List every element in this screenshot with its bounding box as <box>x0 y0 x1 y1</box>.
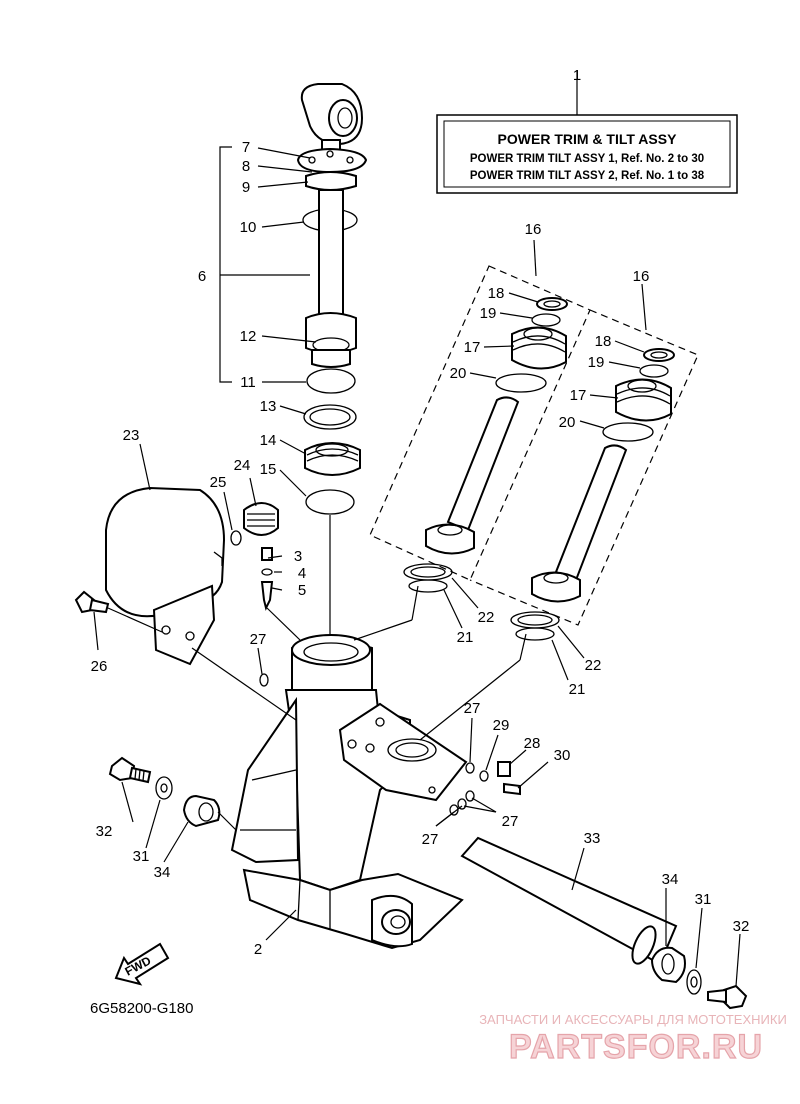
callout-29: 29 <box>493 717 510 734</box>
callout-3: 3 <box>294 548 302 565</box>
callout-4: 4 <box>298 565 306 582</box>
callout-30: 30 <box>554 747 571 764</box>
callout-19-b: 19 <box>588 354 605 371</box>
callout-16-a: 16 <box>525 221 542 238</box>
watermark-brand: PARTSFOR.RU <box>509 1028 763 1066</box>
callout-24: 24 <box>234 457 251 474</box>
callout-2: 2 <box>254 941 262 958</box>
callout-5: 5 <box>298 582 306 599</box>
callout-27-c: 27 <box>422 831 439 848</box>
callout-32-b: 32 <box>733 918 750 935</box>
callout-28: 28 <box>524 735 541 752</box>
callout-10: 10 <box>240 219 257 236</box>
callout-22-b: 22 <box>585 657 602 674</box>
callout-33: 33 <box>584 830 601 847</box>
callout-14: 14 <box>260 432 277 449</box>
bolt-32-left <box>108 756 152 784</box>
callout-20-b: 20 <box>559 414 576 431</box>
callout-27-d: 27 <box>502 813 519 830</box>
callout-9: 9 <box>242 179 250 196</box>
callout-31-a: 31 <box>133 848 150 865</box>
callout-1: 1 <box>573 67 581 84</box>
callout-numbers: 1 2 3 4 5 6 7 8 9 10 11 12 13 14 15 16 1… <box>91 67 750 958</box>
callout-31-b: 31 <box>695 891 712 908</box>
callout-34-a: 34 <box>154 864 171 881</box>
callout-16-b: 16 <box>633 268 650 285</box>
callout-22-a: 22 <box>478 609 495 626</box>
watermark-tagline: ЗАПЧАСТИ И АКСЕССУАРЫ ДЛЯ МОТОТЕХНИКИ <box>479 1012 787 1027</box>
callout-18-b: 18 <box>595 333 612 350</box>
title-line-1: POWER TRIM TILT ASSY 1, Ref. No. 2 to 30 <box>470 153 704 165</box>
leader-lines <box>93 70 741 987</box>
diagram-code: 6G58200-G180 <box>90 1000 193 1017</box>
callout-12: 12 <box>240 328 257 345</box>
trim-cylinder-b <box>531 348 675 603</box>
reservoir-cover <box>105 486 226 666</box>
tilt-pin <box>460 836 678 966</box>
callout-13: 13 <box>260 398 277 415</box>
callout-19-a: 19 <box>480 305 497 322</box>
callout-8: 8 <box>242 158 250 175</box>
callout-26: 26 <box>91 658 108 675</box>
callout-17-b: 17 <box>570 387 587 404</box>
fwd-arrow: FWD <box>114 942 170 986</box>
title-line-2: POWER TRIM TILT ASSY 2, Ref. No. 1 to 38 <box>470 170 705 182</box>
tilt-cylinder-assembly <box>219 83 368 394</box>
callout-21-b: 21 <box>569 681 586 698</box>
callout-23: 23 <box>123 427 140 444</box>
callout-25: 25 <box>210 474 227 491</box>
callout-34-b: 34 <box>662 871 679 888</box>
callout-27-a: 27 <box>250 631 267 648</box>
callout-6: 6 <box>198 268 206 285</box>
callout-21-a: 21 <box>457 629 474 646</box>
callout-18-a: 18 <box>488 285 505 302</box>
bolt-26 <box>74 590 163 633</box>
watermark: ЗАПЧАСТИ И АКСЕССУАРЫ ДЛЯ МОТОТЕХНИКИ PA… <box>479 1012 787 1067</box>
callout-32-a: 32 <box>96 823 113 840</box>
title-heading: POWER TRIM & TILT ASSY <box>498 131 678 147</box>
trim-cylinder-a <box>425 297 568 555</box>
gland-nut-14 <box>304 442 361 476</box>
callout-7: 7 <box>242 139 250 156</box>
callout-15: 15 <box>260 461 277 478</box>
callout-17-a: 17 <box>464 339 481 356</box>
callout-11: 11 <box>240 374 256 391</box>
bolt-32-right <box>707 984 748 1010</box>
callout-27-b: 27 <box>464 700 481 717</box>
main-housing <box>230 547 468 950</box>
callout-20-a: 20 <box>450 365 467 382</box>
title-box: POWER TRIM & TILT ASSY POWER TRIM TILT A… <box>436 88 738 194</box>
